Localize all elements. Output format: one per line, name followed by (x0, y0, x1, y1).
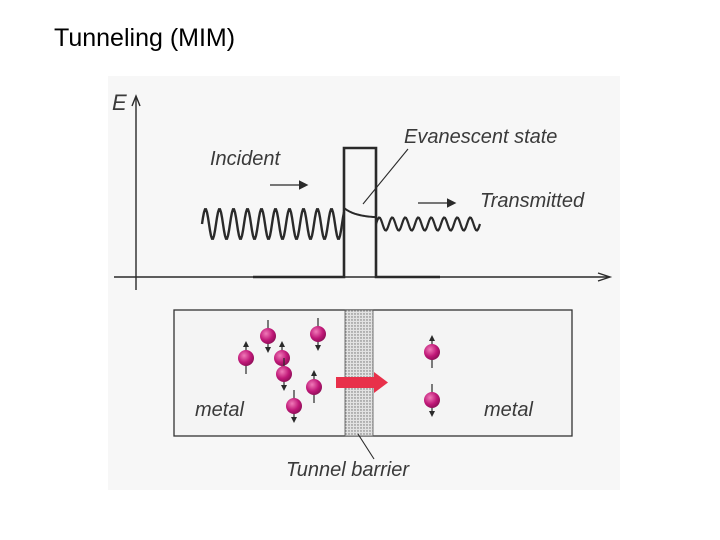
slide-title: Tunneling (MIM) (54, 24, 236, 52)
mim-junction: metal metal Tunnel barrier (173, 309, 573, 481)
tunneling-arrow-icon (336, 372, 388, 393)
electron-spin-icon (424, 384, 440, 417)
tunnel-barrier-label: Tunnel barrier (286, 459, 410, 481)
tunnel-barrier (344, 309, 374, 437)
potential-barrier-profile (253, 146, 440, 279)
transmitted-wave (374, 216, 482, 232)
evanescent-pointer (362, 148, 409, 205)
electron-spin-icon (424, 335, 440, 368)
electron-spin-icon (310, 318, 326, 351)
position-axis-arrowhead (597, 272, 613, 282)
incident-wave (200, 208, 346, 240)
tunneling-diagram: E Incident Evanescent state Transmitted … (108, 76, 620, 490)
energy-axis-label: E (112, 90, 127, 115)
electron-spin-icon (238, 341, 254, 374)
left-metal-label: metal (195, 399, 244, 421)
electron-spin-icon (260, 320, 276, 353)
transmitted-label: Transmitted (480, 190, 585, 212)
electron-spin-icon (276, 358, 292, 391)
electron-spin-icon (306, 370, 322, 403)
electron-spin-icon (286, 390, 302, 423)
energy-diagram: E Incident Evanescent state Transmitted (112, 90, 613, 290)
right-metal-label: metal (484, 399, 533, 421)
evanescent-label: Evanescent state (404, 126, 557, 148)
barrier-pointer (357, 433, 375, 460)
electron-spin-icon (274, 341, 290, 374)
incident-label: Incident (210, 148, 281, 170)
evanescent-wave (343, 207, 377, 219)
energy-axis-arrowhead (131, 94, 141, 107)
electrons (238, 318, 440, 423)
